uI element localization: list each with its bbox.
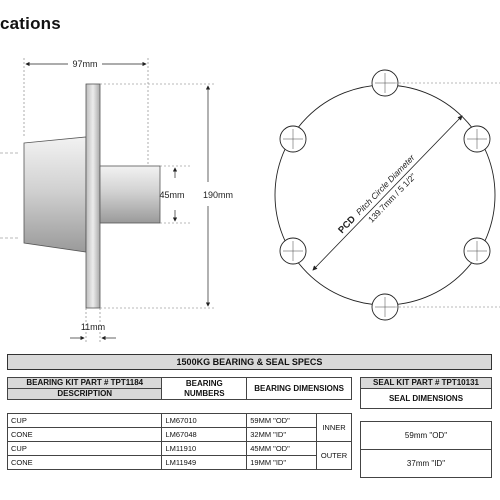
dimension-shaft: 45mm bbox=[159, 165, 192, 224]
seal-dimension-cell: 37mm "ID" bbox=[360, 449, 492, 478]
hub-flange bbox=[85, 83, 101, 309]
bearing-number-cell: LM11910 bbox=[161, 441, 248, 456]
table-row: CUP LM11910 45MM "OD" OUTER bbox=[6, 441, 353, 470]
bearing-dimension-cell: 59MM "OD" bbox=[246, 413, 317, 428]
bearing-dimension-cell: 32MM "ID" bbox=[246, 427, 317, 442]
seal-kit-header: SEAL KIT PART # TPT10131 bbox=[360, 377, 492, 389]
description-cell: CONE bbox=[6, 427, 163, 442]
dimension-shaft-label: 45mm bbox=[159, 190, 184, 200]
bearing-spec-table: BEARING KIT PART # TPT1184 BEARING NUMBE… bbox=[6, 377, 353, 470]
dimension-width-label: 97mm bbox=[72, 59, 97, 69]
bearing-position-cell: OUTER bbox=[315, 441, 353, 470]
description-cell: CUP bbox=[6, 441, 163, 456]
bearing-position-cell: INNER bbox=[315, 413, 353, 442]
dimension-height: 190mm bbox=[100, 83, 233, 309]
specs-title: 1500KG BEARING & SEAL SPECS bbox=[7, 354, 492, 370]
bearing-number-cell: LM67048 bbox=[161, 427, 248, 442]
bearing-dimension-cell: 45MM "OD" bbox=[246, 441, 317, 456]
bearing-kit-header: BEARING KIT PART # TPT1184 bbox=[6, 377, 163, 389]
seal-dimensions-header: SEAL DIMENSIONS bbox=[360, 388, 492, 409]
description-cell: CUP bbox=[6, 413, 163, 428]
seal-spec-table: SEAL KIT PART # TPT10131 SEAL DIMENSIONS… bbox=[360, 377, 492, 478]
dimension-height-label: 190mm bbox=[203, 190, 233, 200]
pcd-diameter-line bbox=[312, 115, 463, 271]
bearing-number-cell: LM67010 bbox=[161, 413, 248, 428]
table-row: CONE LM67048 32MM "ID" bbox=[6, 427, 352, 442]
description-header: DESCRIPTION bbox=[6, 388, 163, 400]
bearing-dimensions-header: BEARING DIMENSIONS bbox=[246, 377, 352, 400]
hub-body bbox=[23, 136, 87, 253]
dimension-flange-label: 11mm bbox=[81, 322, 105, 332]
bearing-dimension-cell: 19MM "ID" bbox=[246, 455, 317, 470]
hub-technical-drawing: 97mm 45mm 190mm 11mm bbox=[0, 58, 500, 342]
pitch-circle-view: PCD Pitch Circle Diameter 139.7mm / 5 1/… bbox=[274, 69, 500, 321]
table-row: CUP LM67010 59MM "OD" INNER bbox=[6, 413, 353, 442]
table-row: 59mm "OD" bbox=[360, 421, 492, 450]
table-row: CONE LM11949 19MM "ID" bbox=[6, 455, 352, 470]
hub-face-circle bbox=[274, 84, 496, 306]
description-cell: CONE bbox=[6, 455, 163, 470]
bearing-numbers-header: BEARING NUMBERS bbox=[161, 377, 248, 400]
hub-shaft bbox=[99, 165, 161, 224]
page-heading: cations bbox=[0, 14, 61, 33]
hub-side-view bbox=[0, 83, 161, 309]
seal-dimension-cell: 59mm "OD" bbox=[360, 421, 492, 450]
dimension-width: 97mm bbox=[23, 58, 149, 164]
dimension-flange: 11mm bbox=[70, 308, 116, 342]
bearing-number-cell: LM11949 bbox=[161, 455, 248, 470]
table-row: 37mm "ID" bbox=[360, 449, 492, 478]
